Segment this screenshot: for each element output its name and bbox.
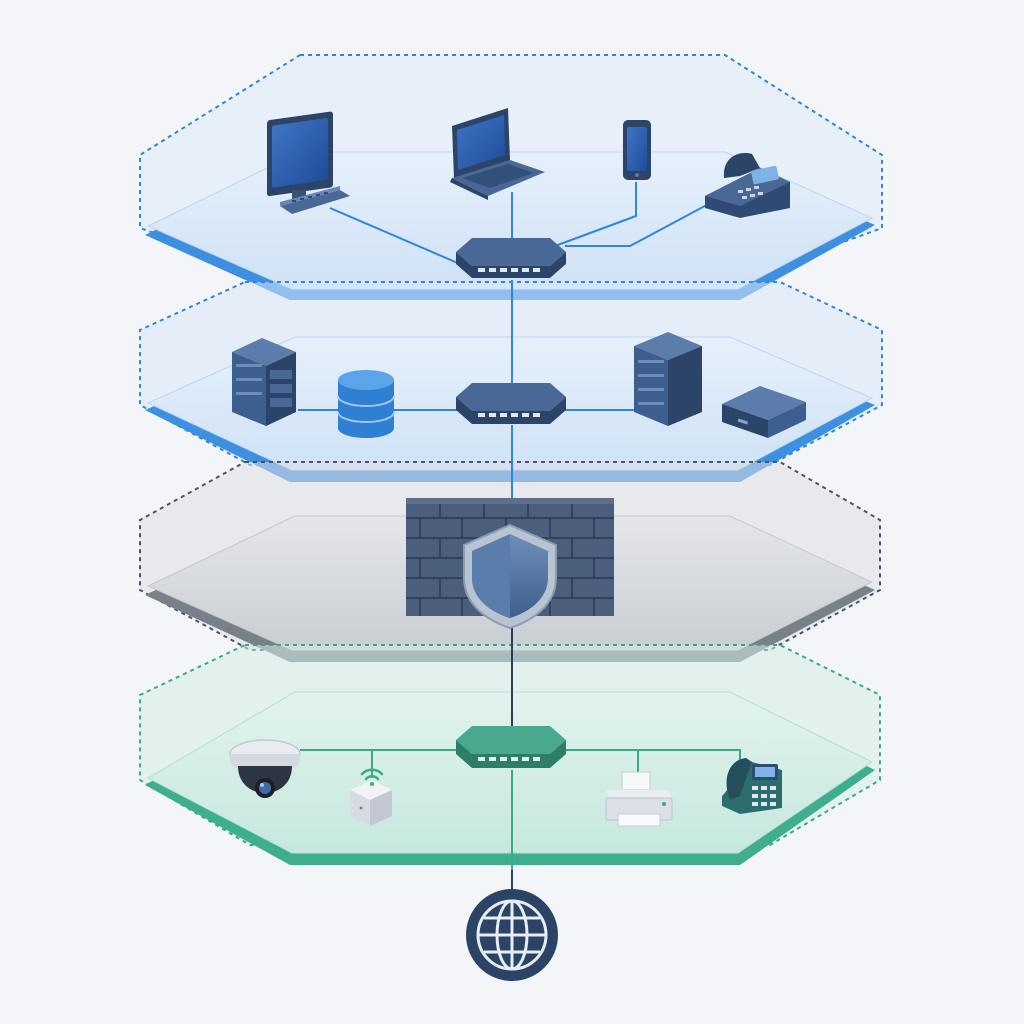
layer-iot-devices — [139, 644, 881, 865]
voip-phone-icon — [722, 758, 782, 814]
security-camera-icon — [229, 739, 301, 798]
network-switch-icon — [456, 726, 566, 768]
desk-phone-icon — [705, 153, 790, 218]
network-switch-icon — [456, 238, 566, 278]
internet-globe-icon — [466, 889, 558, 981]
link-phone — [554, 182, 637, 247]
link-desktop — [329, 207, 461, 265]
wifi-signal-icon — [360, 768, 384, 781]
link-deskphone — [565, 199, 717, 247]
server-tower-icon — [232, 338, 296, 426]
database-icon — [337, 370, 395, 438]
wireless-access-point-icon — [350, 768, 392, 826]
connection-lines — [298, 182, 741, 890]
printer-icon — [605, 771, 673, 827]
desktop-monitor-icon — [267, 111, 350, 214]
smartphone-icon — [623, 120, 651, 180]
server-rack-icon — [634, 332, 702, 426]
laptop-icon — [450, 108, 545, 200]
layer-iot-devices-plate — [146, 691, 873, 854]
network-appliance-icon — [722, 386, 806, 438]
firewall-shield-icon — [406, 498, 614, 630]
network-switch-icon — [456, 383, 566, 424]
